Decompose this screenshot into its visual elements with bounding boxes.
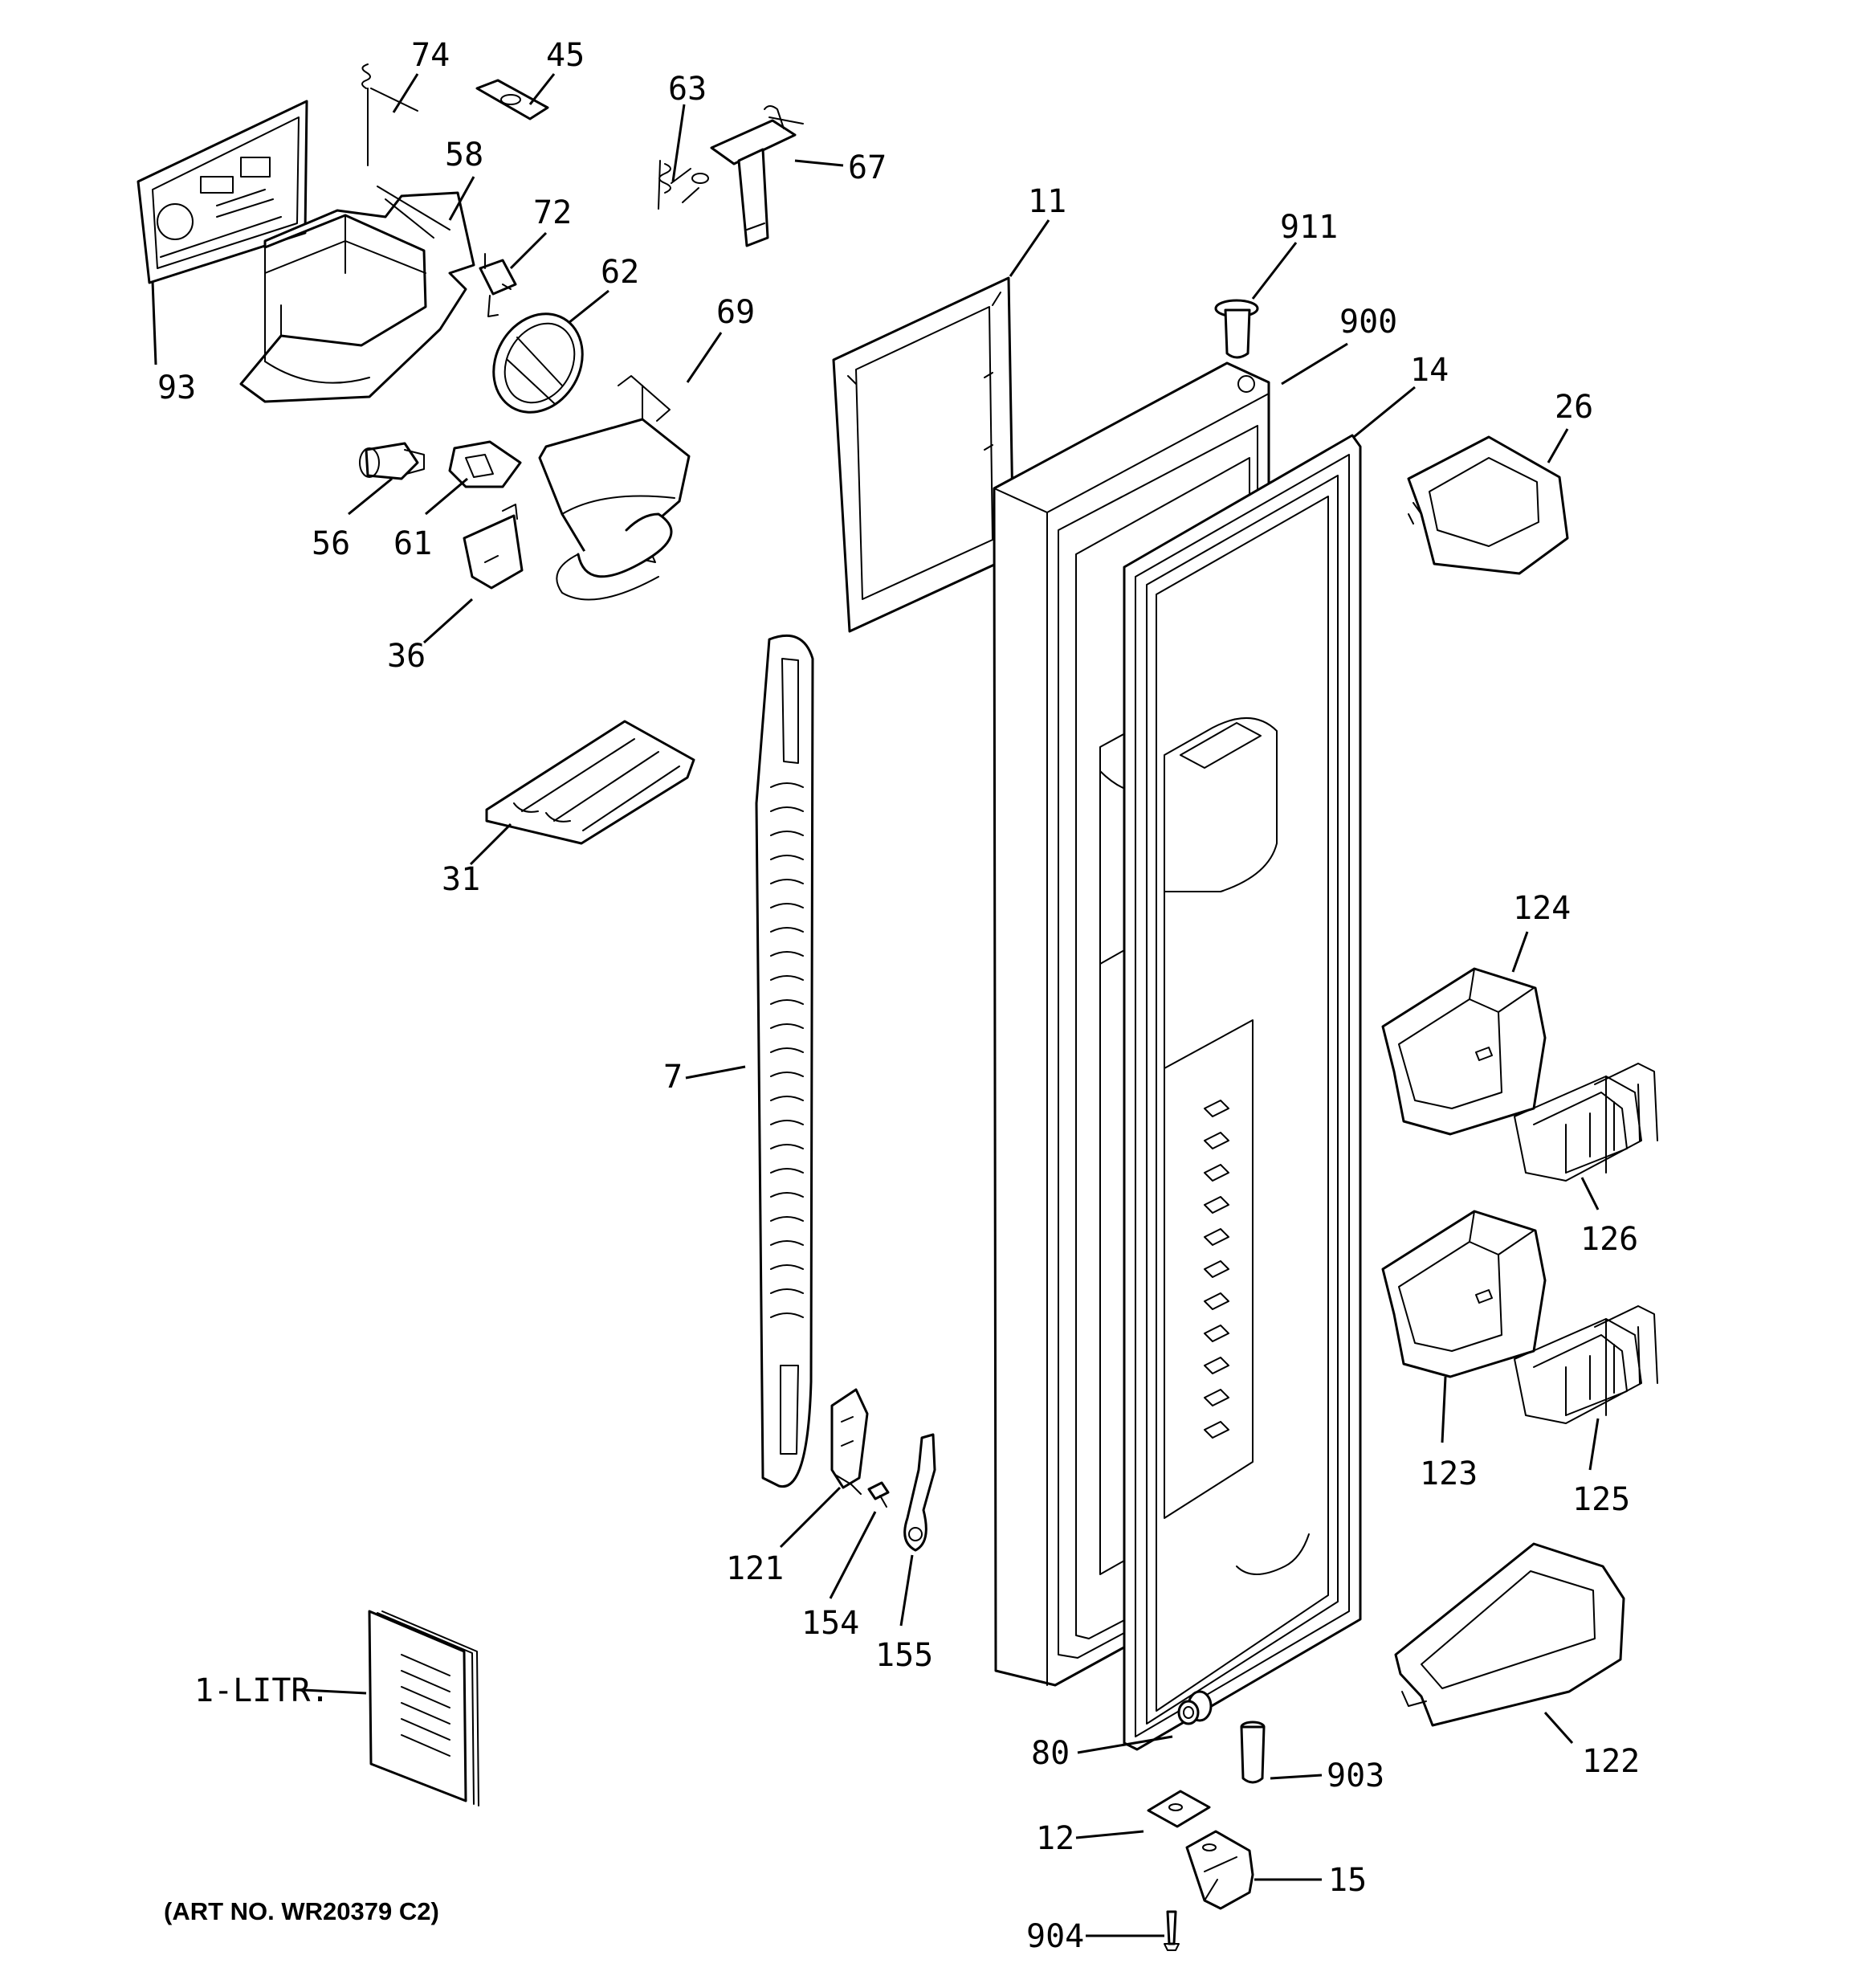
callout-93: 93 xyxy=(157,369,196,406)
part-123-door-bin xyxy=(1381,1210,1547,1378)
part-903-pin xyxy=(1240,1721,1266,1784)
callout-15: 15 xyxy=(1328,1862,1367,1899)
part-56-plug xyxy=(359,442,425,480)
part-124-door-bin xyxy=(1381,967,1547,1136)
part-121-handle-bracket xyxy=(830,1388,869,1495)
part-69-ice-crusher-housing xyxy=(538,375,691,601)
part-93-control-board xyxy=(137,100,308,284)
callout-63: 63 xyxy=(668,71,707,108)
part-45-bracket xyxy=(475,79,549,120)
callout-903: 903 xyxy=(1327,1757,1384,1794)
callout-72: 72 xyxy=(533,194,572,231)
part-154-screw xyxy=(867,1481,890,1508)
callout-31: 31 xyxy=(442,861,480,898)
part-125-wire-shelf xyxy=(1514,1305,1658,1424)
part-80-bushing xyxy=(1177,1690,1213,1725)
part-58-ice-chute-housing xyxy=(239,186,475,403)
callout-26: 26 xyxy=(1555,389,1593,426)
part-36-bracket xyxy=(463,504,524,590)
part-1-litr-literature xyxy=(368,1610,479,1806)
callout-12: 12 xyxy=(1036,1820,1074,1857)
callout-14: 14 xyxy=(1410,352,1449,389)
callout-155: 155 xyxy=(875,1637,933,1674)
part-904-screw xyxy=(1164,1910,1180,1951)
callout-121: 121 xyxy=(726,1550,784,1587)
part-62-gear-ring xyxy=(492,312,584,414)
callout-911: 911 xyxy=(1280,209,1338,246)
callout-1-litr: 1-LITR. xyxy=(194,1672,330,1709)
callout-labels: 93 74 45 58 72 62 63 67 69 56 61 36 31 1… xyxy=(157,37,1640,1955)
part-63-spring xyxy=(658,160,699,210)
callout-904: 904 xyxy=(1026,1918,1084,1955)
callout-56: 56 xyxy=(312,525,350,562)
callout-154: 154 xyxy=(801,1605,859,1642)
leader-lines xyxy=(151,73,1600,1937)
callout-125: 125 xyxy=(1572,1481,1630,1518)
part-122-door-bin xyxy=(1394,1542,1625,1727)
callout-69: 69 xyxy=(716,294,755,331)
callout-80: 80 xyxy=(1031,1735,1070,1772)
part-12-hinge-plate xyxy=(1147,1790,1211,1828)
callout-62: 62 xyxy=(601,254,639,291)
callout-122: 122 xyxy=(1582,1743,1640,1780)
part-67-actuator xyxy=(691,105,804,247)
callout-126: 126 xyxy=(1580,1221,1638,1258)
part-72-switch xyxy=(479,253,517,317)
callout-900: 900 xyxy=(1339,304,1397,341)
part-911-cap xyxy=(1214,299,1259,359)
part-61-coupling xyxy=(448,440,522,488)
part-15-hinge-bracket xyxy=(1185,1830,1254,1910)
callout-11: 11 xyxy=(1028,183,1066,220)
callout-36: 36 xyxy=(387,638,426,675)
callout-67: 67 xyxy=(848,149,887,186)
part-155-strap xyxy=(903,1433,936,1552)
part-74-spring xyxy=(361,63,418,166)
part-7-handle xyxy=(755,635,814,1488)
part-126-wire-shelf xyxy=(1514,1063,1658,1182)
part-14-door-gasket xyxy=(1123,434,1362,1751)
callout-45: 45 xyxy=(546,37,585,74)
art-number: (ART NO. WR20379 C2) xyxy=(164,1897,439,1925)
callout-61: 61 xyxy=(393,525,432,562)
callout-124: 124 xyxy=(1513,890,1571,927)
callout-74: 74 xyxy=(411,37,450,74)
callout-58: 58 xyxy=(445,137,483,173)
part-31-drip-grille xyxy=(485,720,695,845)
callout-7: 7 xyxy=(663,1059,683,1096)
callout-123: 123 xyxy=(1420,1455,1478,1492)
part-26-dairy-bin xyxy=(1407,435,1569,575)
part-11-recess-frame xyxy=(832,276,1015,633)
